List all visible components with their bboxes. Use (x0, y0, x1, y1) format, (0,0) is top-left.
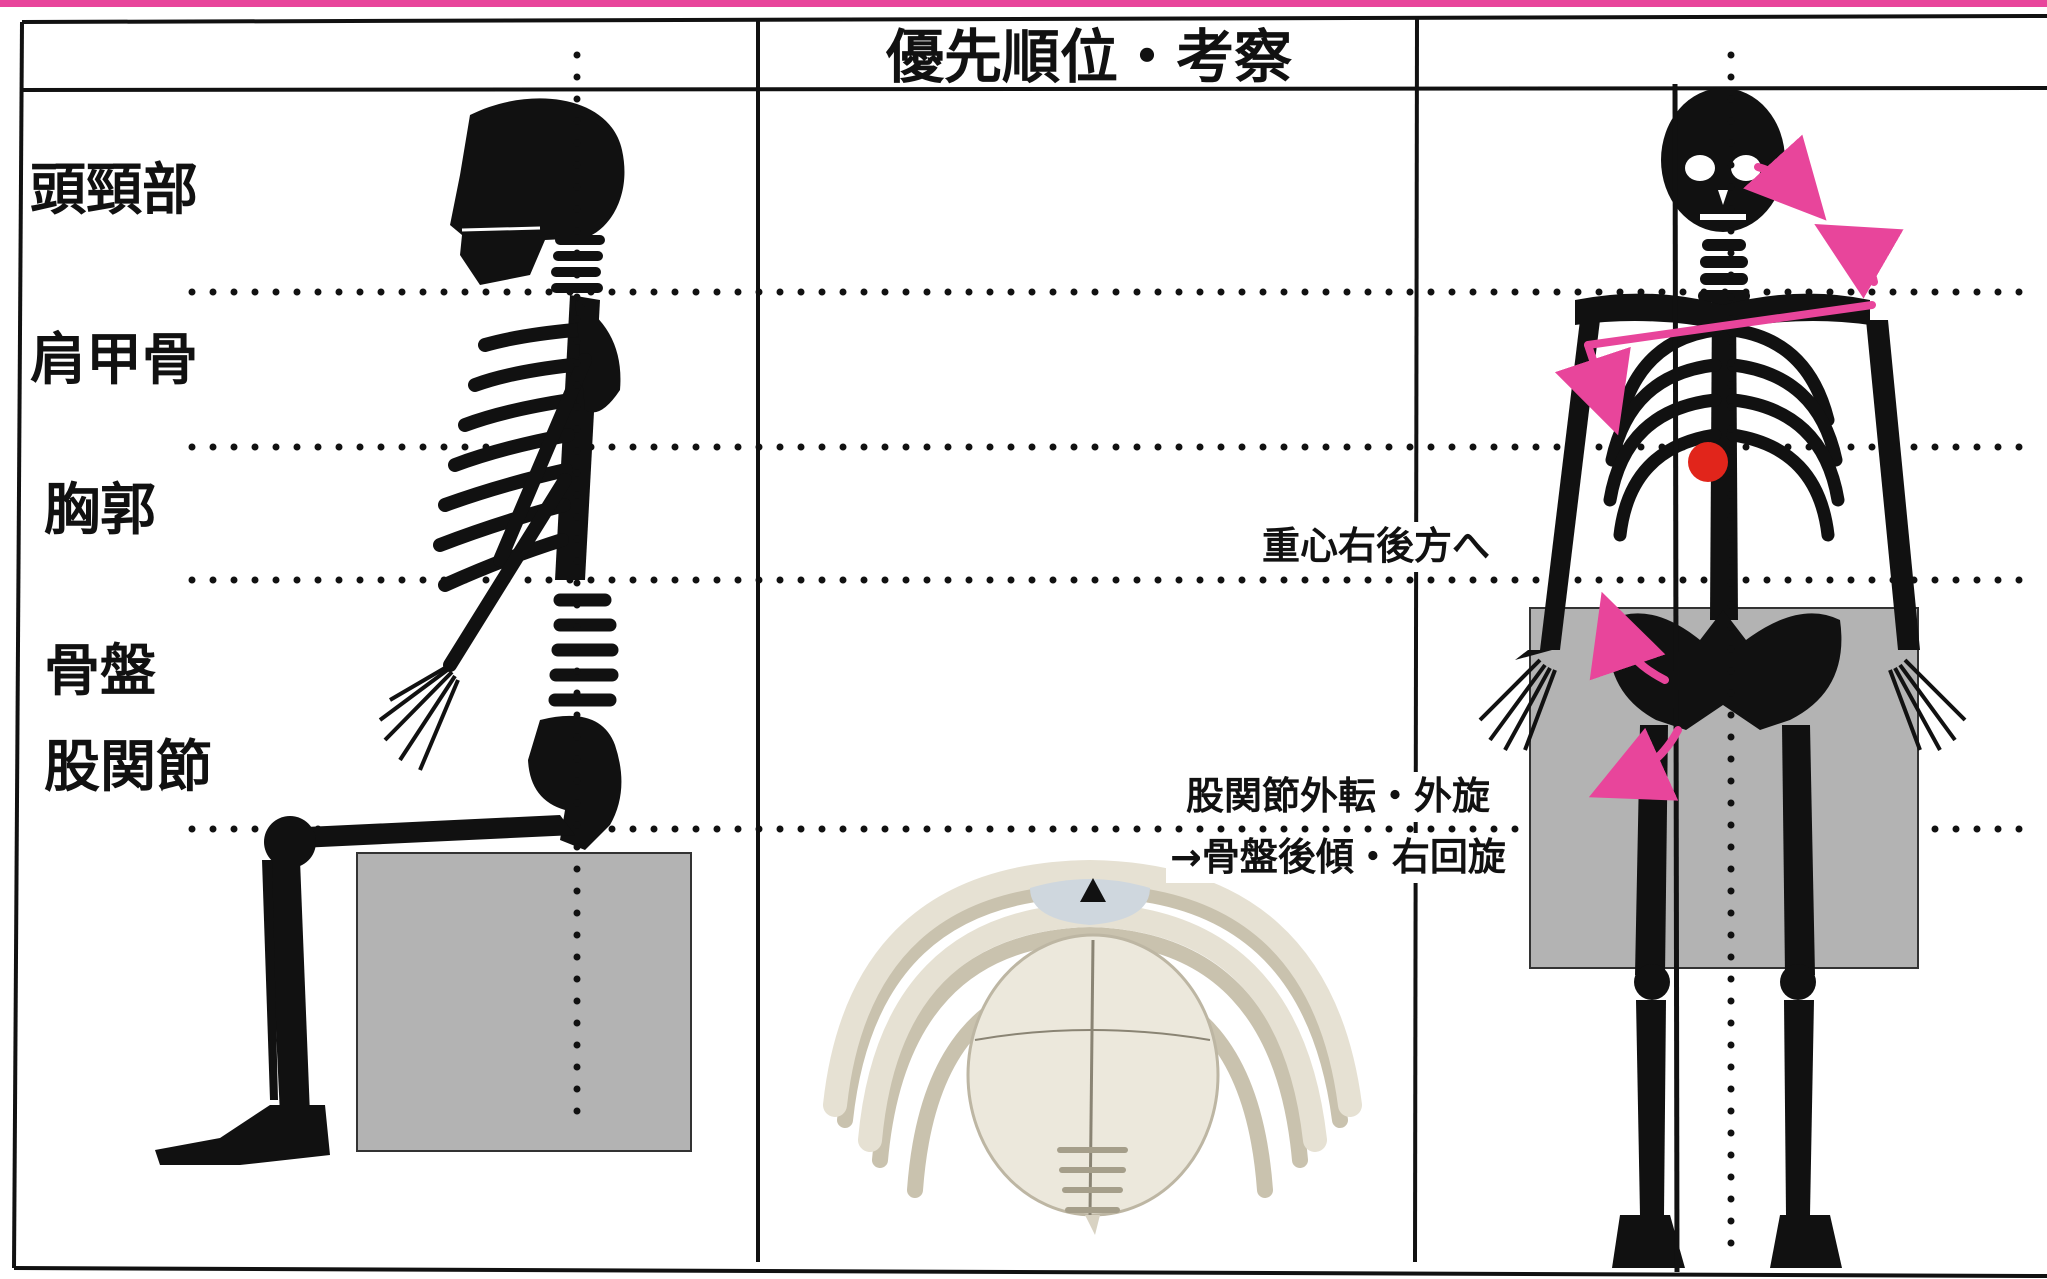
label-scapula: 肩甲骨 (30, 328, 198, 393)
head-rotation-arrow (1743, 134, 1827, 221)
right-reference-line (1672, 83, 1680, 1273)
pelvis-frontal (1608, 610, 1842, 730)
standing-skeleton-figure (1478, 88, 1967, 1268)
sitting-skeleton-figure (155, 98, 625, 1165)
annotation-center-of-gravity: 重心右後方へ (1258, 522, 1495, 572)
anterior-marker-triangle (1080, 878, 1106, 902)
label-pelvis: 骨盤 (44, 639, 156, 704)
top-accent-bar (0, 0, 2047, 7)
header-title: 優先順位・考察 (886, 23, 1293, 91)
center-of-gravity-marker (1688, 442, 1728, 482)
skull-frontal (1661, 88, 1785, 232)
label-head-neck: 頭頸部 (30, 158, 198, 223)
direction-arrows (1554, 134, 1904, 801)
annotation-hip-line2: →骨盤後傾・右回旋 (1166, 833, 1510, 883)
seat-box-left (356, 852, 692, 1152)
ribcage-superior-view (823, 859, 1362, 1235)
shoulder-tilt-line (1584, 301, 1876, 349)
skull-lateral (450, 98, 625, 285)
label-hip-joint: 股関節 (44, 735, 212, 800)
table-frame (12, 14, 2047, 1278)
label-thorax: 胸郭 (44, 478, 156, 543)
scapula-down-arrow (1554, 341, 1631, 436)
head-return-arrow (1814, 223, 1904, 299)
annotation-hip-line1: 股関節外転・外旋 (1182, 772, 1495, 822)
region-divider-lines (188, 288, 2044, 833)
hip-rotation-arrow (1588, 726, 1682, 801)
pelvis-rotation-arrow (1589, 591, 1669, 684)
